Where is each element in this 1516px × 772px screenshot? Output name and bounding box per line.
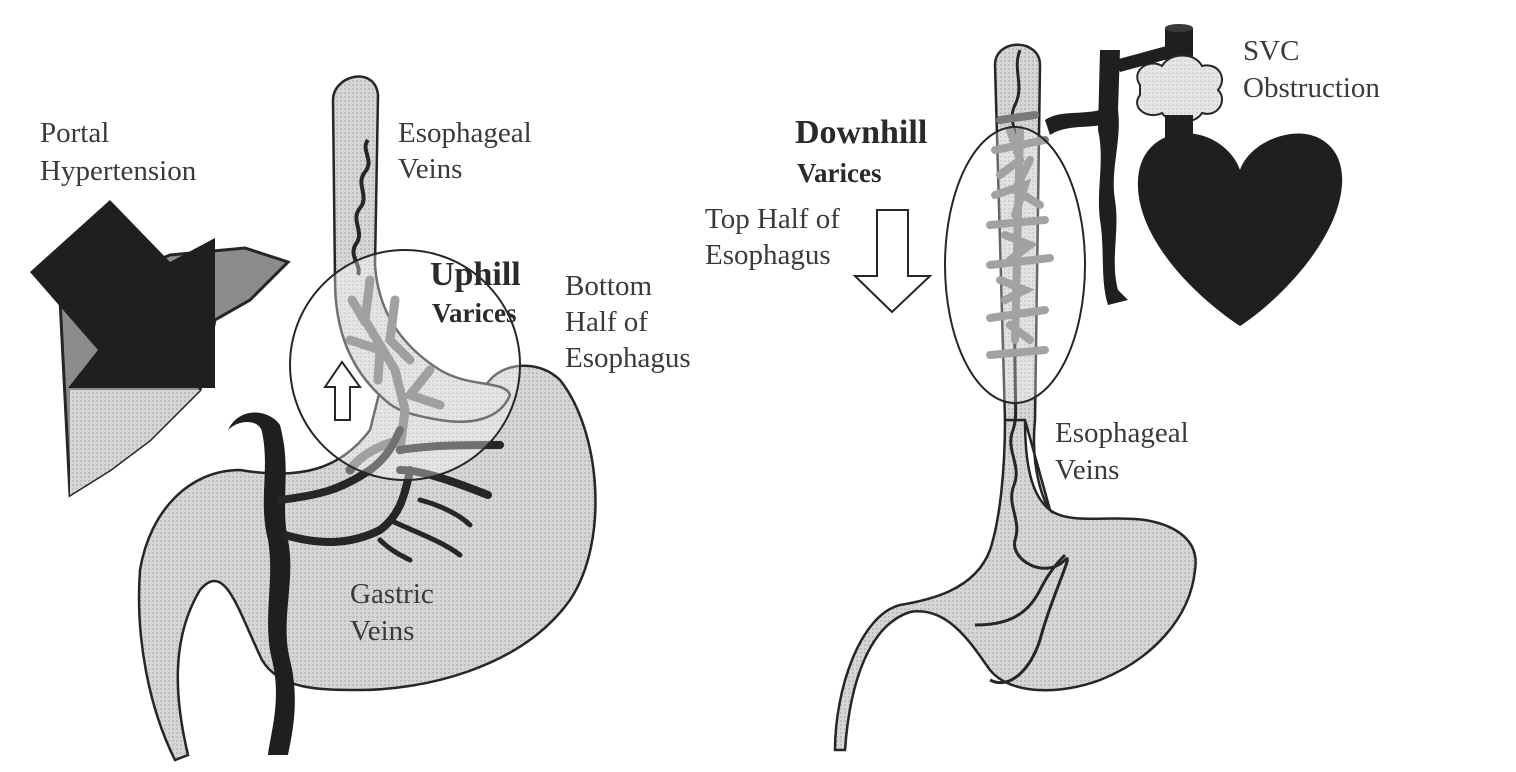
gastric-veins [276,426,504,563]
heart-shape [1137,133,1343,326]
bottom-half-line3: Esophagus [565,342,691,374]
downhill-varices [986,111,1054,359]
svc-connector [1115,45,1172,72]
uphill-title: Uphill [430,256,521,293]
svc-top-cap [1165,24,1193,32]
uphill-circle [289,249,521,481]
downhill-ellipse [944,126,1086,404]
top-half-line2: Esophagus [705,239,831,271]
liver-shape [30,200,291,498]
esophagus-right [993,43,1053,515]
top-half-line1: Top Half of [705,203,840,235]
bottom-half-line2: Half of [565,306,648,338]
esophageal-label-left-line2: Veins [398,153,462,185]
up-arrow [323,360,362,421]
stomach-right [833,418,1197,752]
portal-label-line1: Portal [40,117,109,149]
down-arrow [852,209,933,314]
portal-label-line2: Hypertension [40,155,197,187]
esophageal-label-right-line1: Esophageal [1055,417,1189,449]
obstruction-cloud [1136,54,1223,123]
gastric-label-line1: Gastric [350,578,434,610]
downhill-title: Downhill [795,114,927,151]
stomach-left [137,364,597,762]
azygos-branch [1045,110,1102,135]
svc-top [1165,28,1193,60]
left-panel: Portal Hypertension Esophageal Veins Uph… [30,75,691,762]
svc-label-line1: SVC [1243,35,1299,67]
svc-label-line2: Obstruction [1243,72,1380,104]
downhill-sub: Varices [797,158,881,188]
esophageal-vein-left [351,138,371,276]
gastric-label-line2: Veins [350,615,414,647]
uphill-sub: Varices [432,298,516,328]
bottom-half-line1: Bottom [565,270,652,302]
gastric-vein-right [974,553,1067,627]
esophageal-label-right-line2: Veins [1055,454,1119,486]
right-panel: Downhill Varices Top Half of Esophagus S… [705,24,1380,752]
esophageal-label-left-line1: Esophageal [398,117,532,149]
svc-vessel [1098,50,1128,305]
